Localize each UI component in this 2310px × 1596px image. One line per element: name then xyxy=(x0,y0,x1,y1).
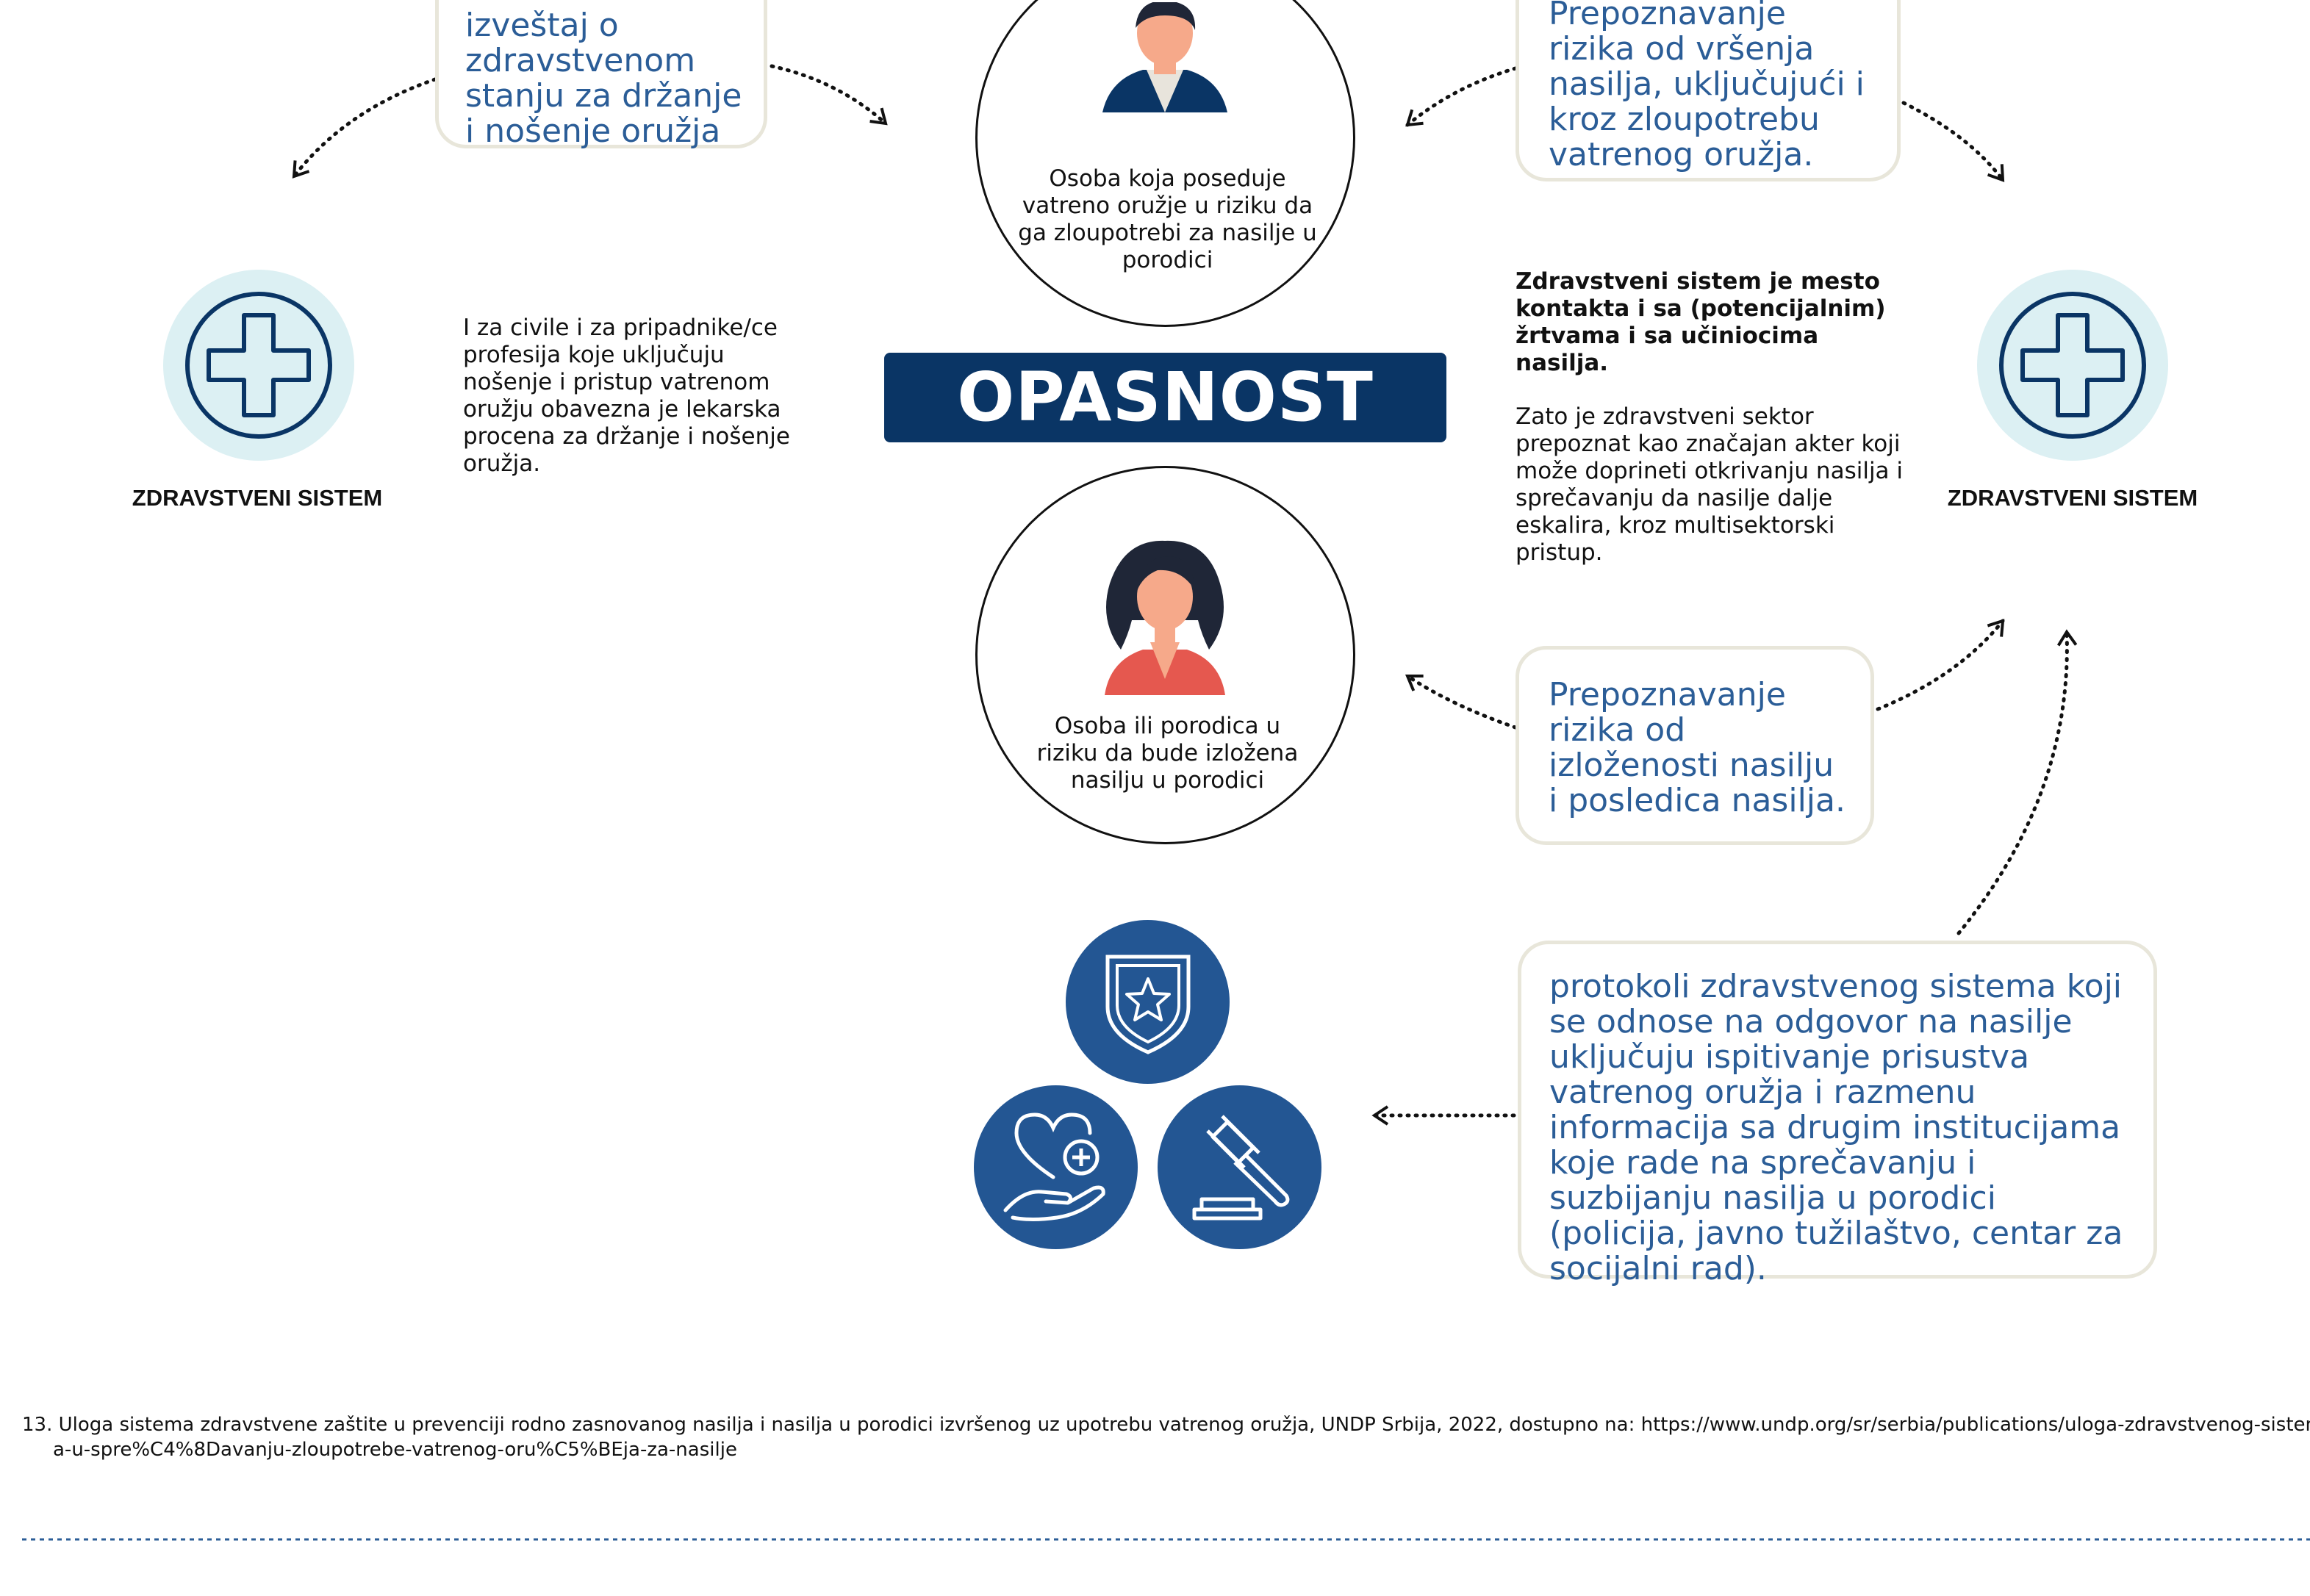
heart-hand-care-icon xyxy=(1003,1112,1105,1221)
medical-assessment-text: I za civile i za pripadnike/ce profesija… xyxy=(463,314,790,477)
female-person-icon xyxy=(1105,540,1225,695)
justice-circle xyxy=(1158,1085,1321,1249)
health-system-right xyxy=(1977,270,2168,461)
medical-cross-icon xyxy=(1999,292,2146,439)
health-system-role: Zdravstveni sistem je mesto kontakta i s… xyxy=(1516,268,1912,567)
arrow-topright-to-center xyxy=(1405,66,1518,127)
health-system-left-label: ZDRAVSTVENI SISTEM xyxy=(132,485,383,511)
arrow-midright-to-right-health xyxy=(1876,619,2005,711)
care-circle xyxy=(974,1085,1138,1249)
health-system-role-bold: Zdravstveni sistem je mesto kontakta i s… xyxy=(1516,268,1886,376)
health-system-left xyxy=(163,270,354,461)
exposure-risk-text: Prepoznavanje rizika od izloženosti nasi… xyxy=(1549,676,1846,819)
protocols-box: protokoli zdravstvenog sistema koji se o… xyxy=(1518,941,2157,1287)
arrow-topright-to-right-health xyxy=(1901,101,2005,182)
victim-circle: Osoba ili porodica u riziku da bude izlo… xyxy=(975,466,1355,844)
medical-report-box: izveštaj o zdravstvenom stanju za držanj… xyxy=(435,0,767,150)
protocols-text: protokoli zdravstvenog sistema koji se o… xyxy=(1549,968,2123,1287)
health-system-role-text: Zato je zdravstveni sektor prepoznat kao… xyxy=(1516,403,1904,566)
arrow-midright-to-center xyxy=(1405,674,1518,730)
gavel-icon xyxy=(1192,1115,1290,1221)
danger-banner: OPASNOST xyxy=(884,353,1446,442)
arrow-topleft-to-left-health xyxy=(292,77,437,179)
victim-text: Osoba ili porodica u riziku da bude izlo… xyxy=(1036,713,1299,794)
exposure-risk-box: Prepoznavanje rizika od izloženosti nasi… xyxy=(1516,646,1874,845)
health-system-right-label: ZDRAVSTVENI SISTEM xyxy=(1947,485,2198,511)
footnote: 13. Uloga sistema zdravstvene zaštite u … xyxy=(22,1414,2310,1461)
danger-banner-text: OPASNOST xyxy=(957,358,1374,436)
violence-risk-box: Prepoznavanje rizika od vršenja nasilja,… xyxy=(1516,0,1901,181)
police-badge-icon xyxy=(1105,955,1191,1054)
firearm-owner-text: Osoba koja poseduje vatreno oružje u riz… xyxy=(1018,165,1317,273)
firearm-owner-circle: Osoba koja poseduje vatreno oružje u riz… xyxy=(975,0,1355,327)
violence-risk-text: Prepoznavanje rizika od vršenja nasilja,… xyxy=(1549,0,1865,173)
medical-cross-icon xyxy=(185,292,332,439)
medical-report-text: izveštaj o zdravstvenom stanju za držanj… xyxy=(465,7,742,150)
arrow-topleft-to-center xyxy=(770,64,888,126)
police-badge-circle xyxy=(1066,920,1230,1084)
male-person-icon xyxy=(1102,2,1227,112)
arrow-bottomright-to-right-health xyxy=(1956,629,2078,935)
